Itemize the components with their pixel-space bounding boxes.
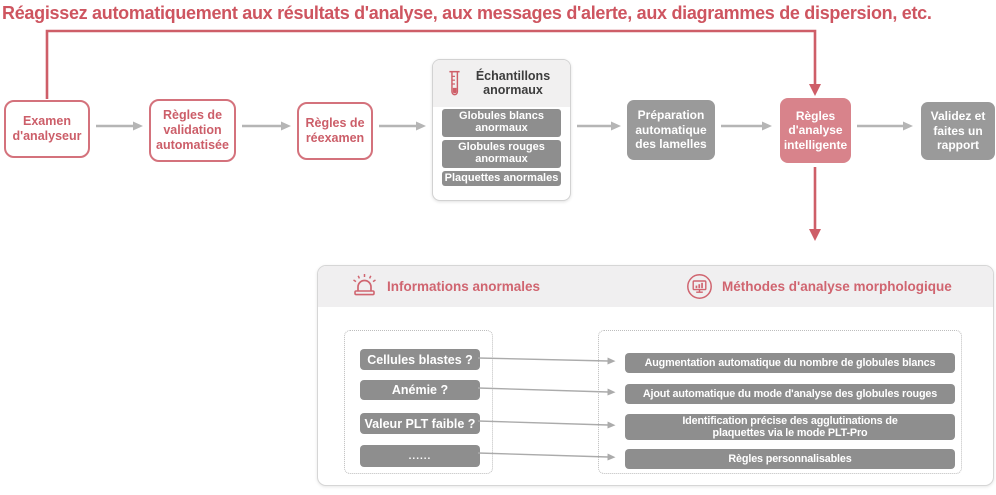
flow-box-recheck-rules: Règles de réexamen — [297, 102, 373, 160]
action-item: Augmentation automatique du nombre de gl… — [625, 353, 955, 373]
morphology-methods-header: Méthodes d'analyse morphologique — [686, 266, 952, 307]
flow-box-analyzer-exam: Examen d'analyseur — [4, 100, 90, 158]
red-down-arrow — [809, 167, 821, 241]
sample-item: Globules rouges anormaux — [442, 139, 561, 168]
action-item-label: Identification précise des agglutination… — [682, 414, 898, 439]
flow-box-label: Règles de validation automatisée — [156, 107, 229, 153]
flow-box-label: Préparation automatique des lamelles — [635, 108, 707, 152]
action-item: Ajout automatique du mode d'analyse des … — [625, 384, 955, 404]
condition-item: Valeur PLT faible ? — [360, 413, 480, 434]
flow-box-smart-rules: Règles d'analyse intelligente — [780, 98, 851, 163]
condition-item: ...... — [360, 445, 480, 467]
flow-box-validation-rules: Règles de validation automatisée — [149, 99, 236, 162]
monitor-chart-icon — [687, 274, 712, 299]
sample-item: Globules blancs anormaux — [442, 109, 561, 137]
flow-box-label: Règles de réexamen — [305, 115, 365, 145]
morphology-methods-group: Augmentation automatique du nombre de gl… — [598, 330, 962, 474]
abnormal-samples-header: Échantillons anormaux — [433, 60, 570, 107]
smart-rules-detail-panel: Informations anormales Méthodes d'analys… — [317, 265, 994, 486]
page-title: Réagissez automatiquement aux résultats … — [2, 3, 932, 23]
detail-panel-header: Informations anormales Méthodes d'analys… — [318, 266, 993, 307]
morphology-methods-label: Méthodes d'analyse morphologique — [722, 279, 952, 294]
abnormal-info-group: Cellules blastes ? Anémie ? Valeur PLT f… — [344, 330, 493, 474]
flow-box-validate-report: Validez et faites un rapport — [921, 102, 995, 160]
flow-box-slide-prep: Préparation automatique des lamelles — [627, 100, 715, 160]
flow-box-label: Validez et faites un rapport — [930, 109, 986, 153]
abnormal-samples-title: Échantillons anormaux — [475, 68, 551, 97]
abnormal-info-label: Informations anormales — [387, 279, 541, 294]
action-item: Règles personnalisables — [625, 449, 955, 469]
abnormal-samples-list: Globules blancs anormaux Globules rouges… — [433, 107, 570, 187]
sample-item: Plaquettes anormales — [442, 170, 561, 187]
abnormal-info-header: Informations anormales — [351, 266, 540, 307]
alarm-beacon-icon — [353, 274, 376, 296]
flow-box-label: Examen d'analyseur — [12, 113, 82, 143]
action-item: Identification précise des agglutination… — [625, 414, 955, 440]
condition-item: Cellules blastes ? — [360, 349, 480, 370]
abnormal-samples-panel: Échantillons anormaux Globules blancs an… — [432, 59, 571, 201]
condition-item: Anémie ? — [360, 380, 480, 400]
flow-box-label: Règles d'analyse intelligente — [783, 108, 848, 152]
test-tube-icon — [449, 70, 460, 95]
